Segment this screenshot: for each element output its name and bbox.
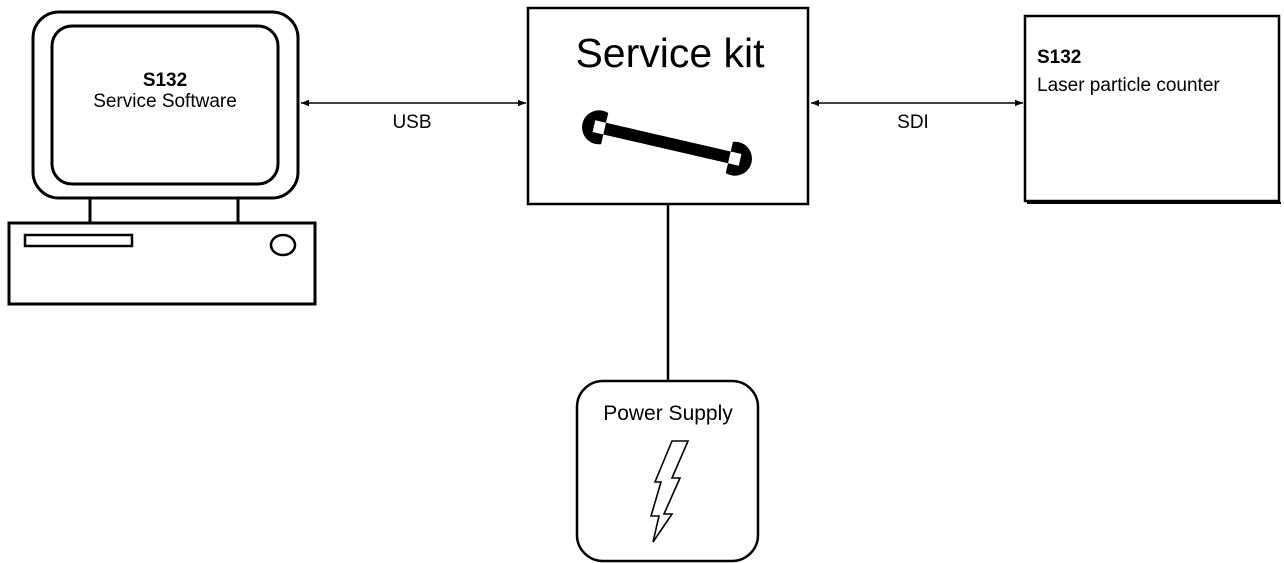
- power-supply: Power Supply: [575, 379, 760, 563]
- particle-counter-box: [1023, 14, 1281, 203]
- usb-connection: USB: [301, 99, 526, 133]
- computer-title: S132: [143, 70, 187, 91]
- service-kit-box: [526, 6, 810, 206]
- power-button: [269, 233, 297, 257]
- particle-counter: S132 Laser particle counter: [1023, 14, 1281, 204]
- computer: S132 Service Software: [7, 10, 317, 306]
- sdi-connection: SDI: [811, 99, 1023, 133]
- computer-subtitle: Service Software: [93, 91, 237, 112]
- service-kit-title: Service kit: [575, 30, 765, 76]
- device-title: S132: [1037, 47, 1081, 68]
- monitor-screen: [50, 24, 280, 186]
- disk-drive-slot: [23, 233, 134, 248]
- device-subtitle: Laser particle counter: [1037, 75, 1220, 96]
- monitor-stand: [88, 196, 240, 226]
- wrench-icon: [582, 110, 752, 176]
- lightning-icon: [649, 440, 690, 543]
- sdi-label: SDI: [897, 112, 929, 133]
- power-supply-title: Power Supply: [603, 402, 733, 425]
- service-kit: Service kit: [526, 6, 810, 206]
- usb-label: USB: [392, 112, 431, 133]
